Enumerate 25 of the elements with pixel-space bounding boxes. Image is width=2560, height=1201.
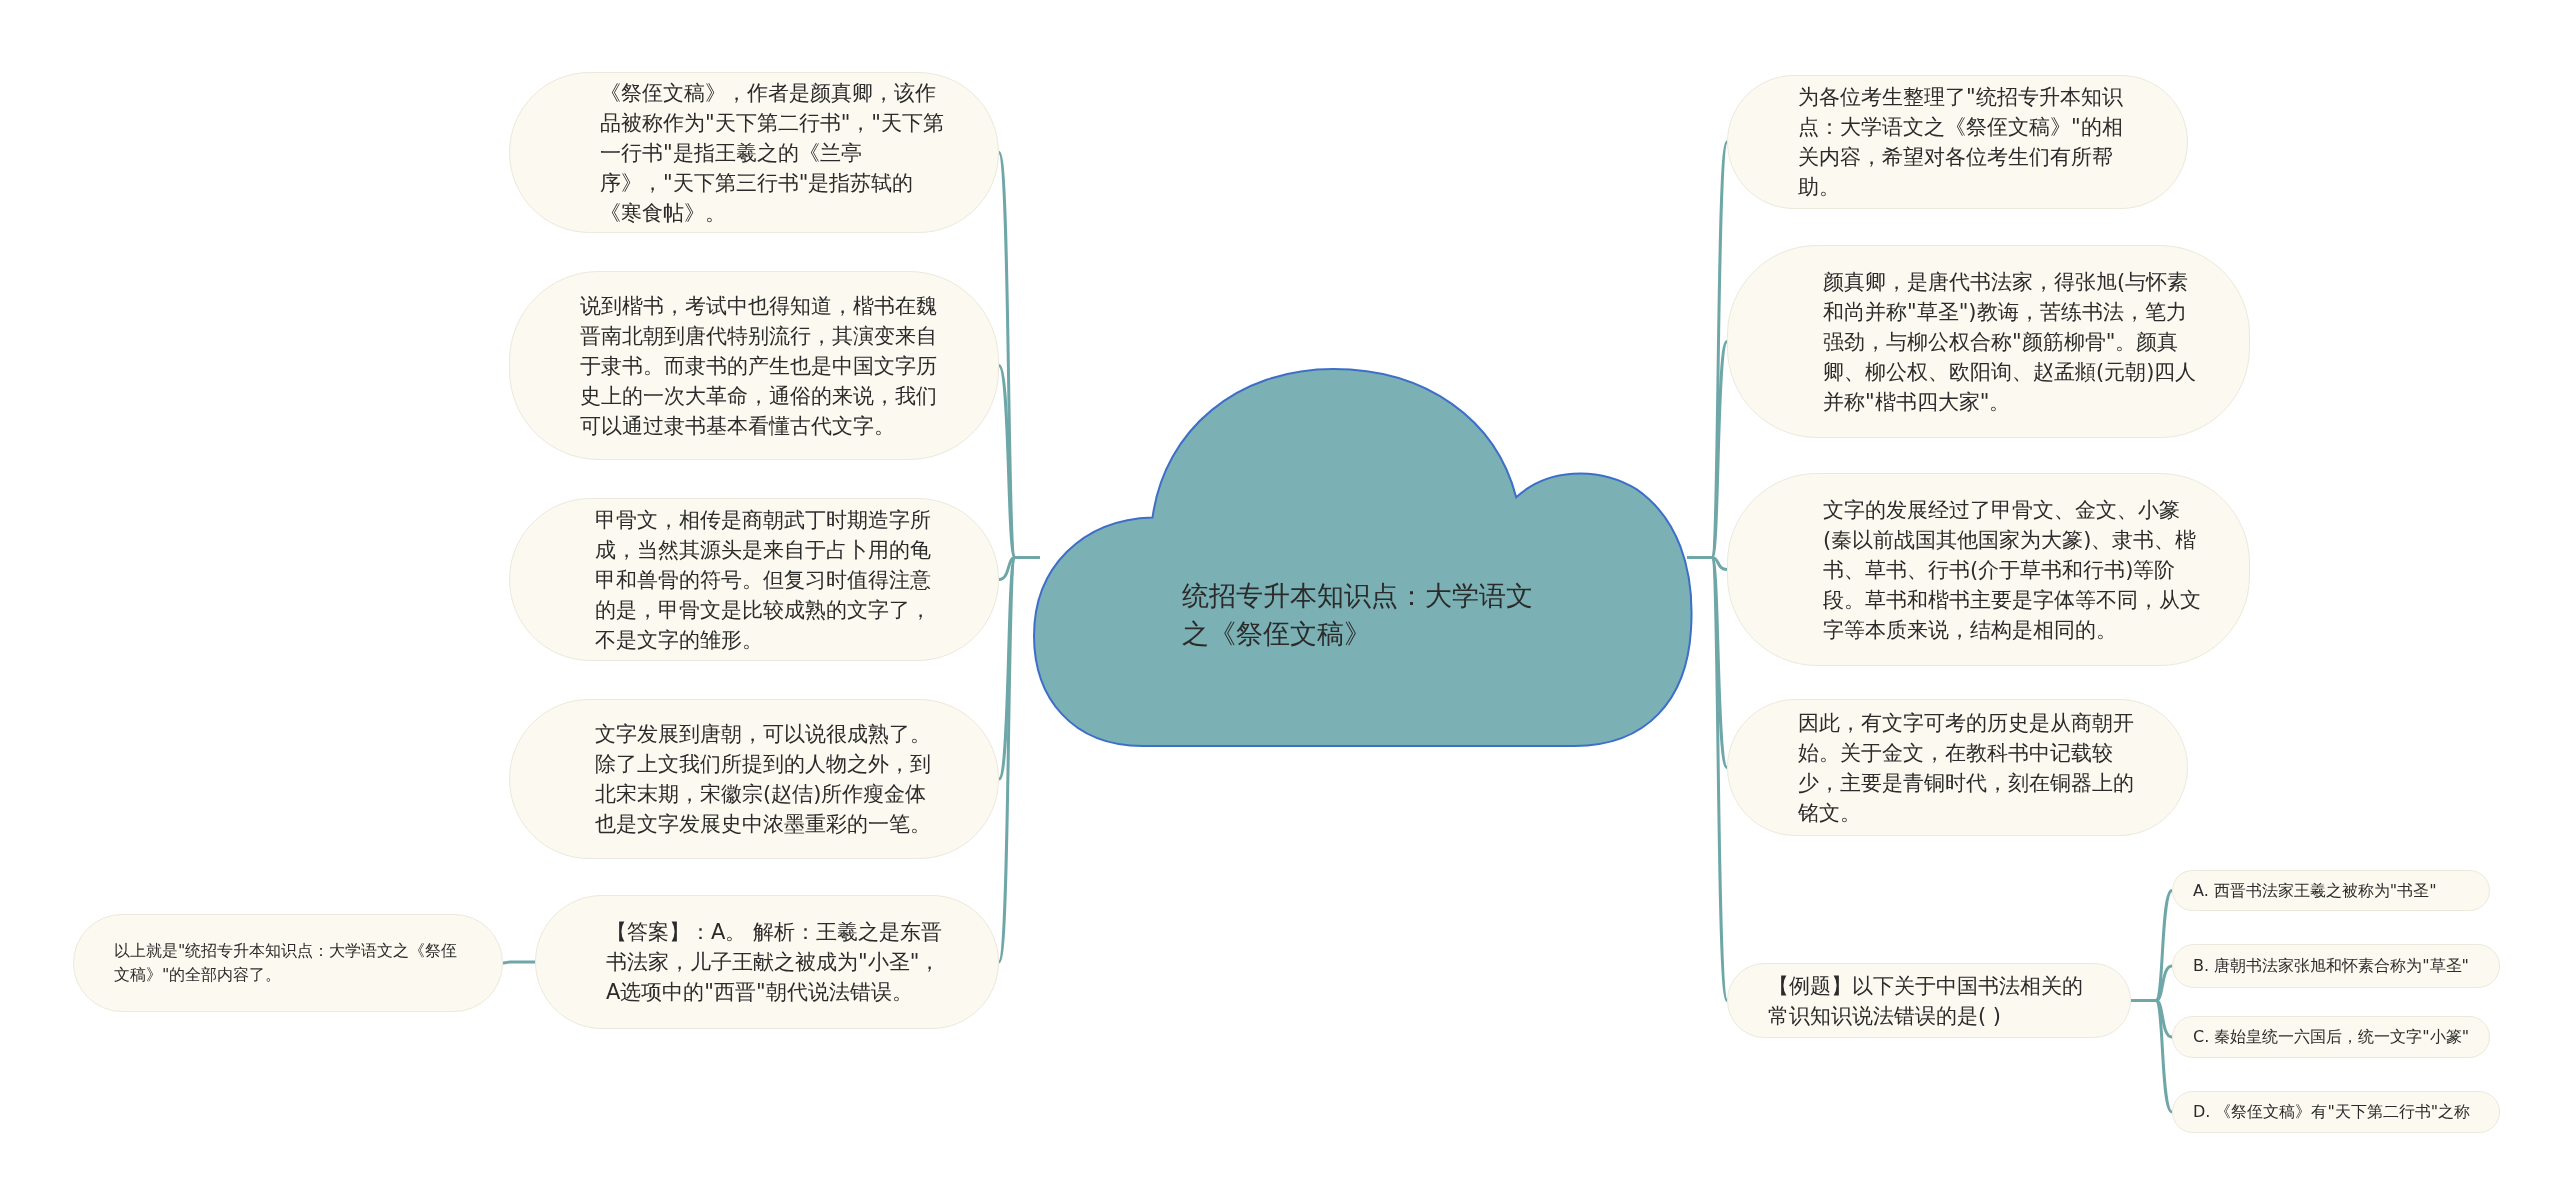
topic-bubble [1727, 75, 2188, 209]
topic-text: 《祭侄文稿》，作者是颜真卿，该作品被称作为"天下第二行书"，"天下第一行书"是指王羲之的《兰亭序》，"天下第三行书"是指苏轼的《寒食帖》。 [600, 79, 945, 227]
topic-text: 文字的发展经过了甲骨文、金文、小篆(秦以前战国其他国家为大篆)、隶书、楷书、草书、行书(介于草书和行书)等阶段。草书和楷书主要是字体等不同，从文字等本质来说，结构是相同的。 [1823, 496, 2202, 644]
topic-text: 为各位考生整理了"统招专升本知识点：大学语文之《祭侄文稿》"的相关内容，希望对各位考生们有所帮助。 [1798, 84, 2124, 201]
subtopic-bubble [2172, 1091, 2500, 1133]
topic-text: 以上就是"统招专升本知识点：大学语文之《祭侄文稿》"的全部内容了。 [114, 940, 459, 986]
topic-text: 【例题】以下关于中国书法相关的常识知识说法错误的是( ) [1768, 972, 2084, 1030]
connector-line [2131, 999, 2173, 1114]
topic-bubble [535, 895, 999, 1029]
topic-text: 因此，有文字可考的历史是从商朝开始。关于金文，在教科书中记载较少，主要是青铜时代，刻在铜器上的铭文。 [1798, 709, 2135, 827]
subtopic-bubble [2172, 944, 2500, 988]
central-topic-text: 统招专升本知识点：大学语文之《祭侄文稿》 [1182, 579, 1534, 651]
topic-text: 说到楷书，考试中也得知道，楷书在魏晋南北朝到唐代特别流行，其演变来自于隶书。而隶书的产生也是中国文字历史上的一次大革命，通俗的来说，我们可以通过隶书基本看懂古代文字。 [580, 292, 938, 440]
topic-text: 【答案】：A。 解析：王羲之是东晋书法家，儿子王献之被成为"小圣"，A选项中的"西晋"朝代说法错误。 [606, 919, 944, 1006]
topic-text: 甲骨文，相传是商朝武丁时期造字所成，当然其源头是来自于占卜用的龟甲和兽骨的符号。但复习时值得注意的是，甲骨文是比较成熟的文字了，不是文字的雏形。 [595, 506, 932, 654]
topic-bubble [1727, 963, 2131, 1038]
subtopic-bubble [2172, 870, 2490, 911]
topic-text: 颜真卿，是唐代书法家，得张旭(与怀素和尚并称"草圣")教诲，苦练书法，笔力强劲，与柳公权合称"颜筋柳骨"。颜真卿、柳公权、欧阳询、赵孟頫(元朝)四人并称"楷书四大家"。 [1823, 268, 2198, 416]
connector-line [502, 960, 535, 965]
subtopic-bubble [2172, 1016, 2490, 1058]
topic-text: C. 秦始皇统一六国后，统一文字"小篆" [2193, 1026, 2470, 1048]
topic-text: 文字发展到唐朝，可以说很成熟了。除了上文我们所提到的人物之外，到北宋末期，宋徽宗(赵佶)所作瘦金体也是文字发展史中浓墨重彩的一笔。 [595, 721, 932, 838]
topic-text: D. 《祭侄文稿》有"天下第二行书"之称 [2193, 1101, 2471, 1123]
topic-text: B. 唐朝书法家张旭和怀素合称为"草圣" [2193, 955, 2469, 977]
topic-text: A. 西晋书法家王羲之被称为"书圣" [2193, 879, 2437, 902]
